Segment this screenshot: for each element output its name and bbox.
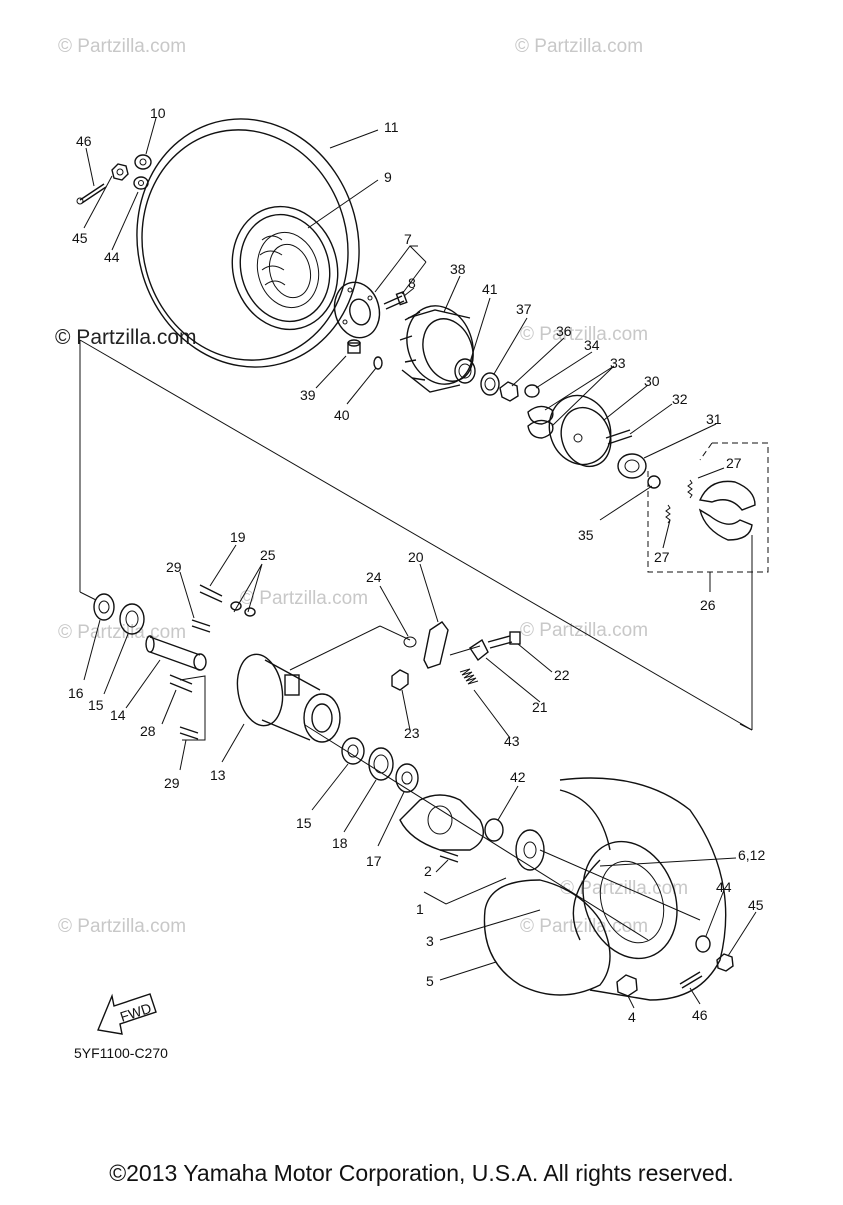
callout-label: 39 (300, 387, 316, 403)
watermark: © Partzilla.com (520, 324, 648, 345)
callout-label: 14 (110, 707, 126, 723)
watermark: © Partzilla.com (58, 916, 186, 937)
callout-label: 2 (424, 863, 432, 879)
callout-label: 28 (140, 723, 156, 739)
callout-label: 15 (296, 815, 312, 831)
callout-label: 13 (210, 767, 226, 783)
callout-label: 22 (554, 667, 570, 683)
callout-label: 41 (482, 281, 498, 297)
callout-label: 15 (88, 697, 104, 713)
callout-label: 37 (516, 301, 532, 317)
lower-tire (483, 777, 734, 1001)
callout-label: 32 (672, 391, 688, 407)
hub-flange-7 (333, 281, 408, 339)
callout-label: 1 (416, 901, 424, 917)
callout-label: 44 (716, 879, 732, 895)
callout-label: 21 (532, 699, 548, 715)
axle-assembly (93, 584, 341, 743)
callout-label: 29 (164, 775, 180, 791)
callout-label: 3 (426, 933, 434, 949)
callout-label: 5 (426, 973, 434, 989)
watermark: © Partzilla.com (520, 916, 648, 937)
callout-label: 26 (700, 597, 716, 613)
callout-label: 45 (72, 230, 88, 246)
callout-label: 25 (260, 547, 276, 563)
watermark-layer: © Partzilla.com © Partzilla.com © Partzi… (55, 36, 688, 937)
callout-label: 45 (748, 897, 764, 913)
callout-label: 24 (366, 569, 382, 585)
callout-label: 34 (584, 337, 600, 353)
callout-label: 8 (408, 275, 416, 291)
callout-label: 27 (726, 455, 742, 471)
watermark: © Partzilla.com (55, 326, 197, 349)
watermark: © Partzilla.com (520, 620, 648, 641)
callout-label: 40 (334, 407, 350, 423)
callout-label: 31 (706, 411, 722, 427)
watermark: © Partzilla.com (58, 36, 186, 57)
callout-label: 7 (404, 231, 412, 247)
callout-label: 46 (76, 133, 92, 149)
callout-label: 46 (692, 1007, 708, 1023)
callout-label: 33 (610, 355, 626, 371)
brake-drum-38 (399, 305, 474, 393)
callout-label: 17 (366, 853, 382, 869)
callout-label: 30 (644, 373, 660, 389)
brake-shoe-kit-26 (647, 442, 769, 573)
callout-label: 35 (578, 527, 594, 543)
upper-left-hardware (76, 154, 152, 205)
callout-label: 29 (166, 559, 182, 575)
callout-label: 19 (230, 529, 246, 545)
callout-label: 43 (504, 733, 520, 749)
diagram-code: 5YF1100-C270 (74, 1045, 168, 1061)
callout-label: 16 (68, 685, 84, 701)
callout-label: 10 (150, 105, 166, 121)
callout-labels: 10 46 11 9 45 44 7 8 38 41 37 36 34 33 3… (68, 105, 765, 1025)
watermark: © Partzilla.com (515, 36, 643, 57)
callout-label: 27 (654, 549, 670, 565)
callout-leaders (83, 117, 757, 1009)
callout-label: 38 (450, 261, 466, 277)
watermark: © Partzilla.com (240, 588, 368, 609)
brake-cam-lever (391, 621, 521, 691)
lower-bearings (341, 737, 504, 863)
callout-label: 36 (556, 323, 572, 339)
callout-label: 11 (384, 119, 399, 135)
callout-label: 6,12 (738, 847, 765, 863)
callout-label: 4 (628, 1009, 636, 1025)
callout-label: 42 (510, 769, 526, 785)
upper-tire (136, 118, 360, 368)
callout-label: 9 (384, 169, 392, 185)
callout-label: 23 (404, 725, 420, 741)
hub-seals-nuts (454, 358, 554, 439)
watermark: © Partzilla.com (58, 622, 186, 643)
callout-label: 18 (332, 835, 348, 851)
leader-lines (79, 339, 753, 941)
callout-label: 44 (104, 249, 120, 265)
fwd-arrow-icon: FWD (97, 993, 157, 1035)
copyright-notice: ©2013 Yamaha Motor Corporation, U.S.A. A… (109, 1160, 734, 1186)
bolt-39-washer-40 (347, 339, 383, 370)
callout-label: 20 (408, 549, 424, 565)
